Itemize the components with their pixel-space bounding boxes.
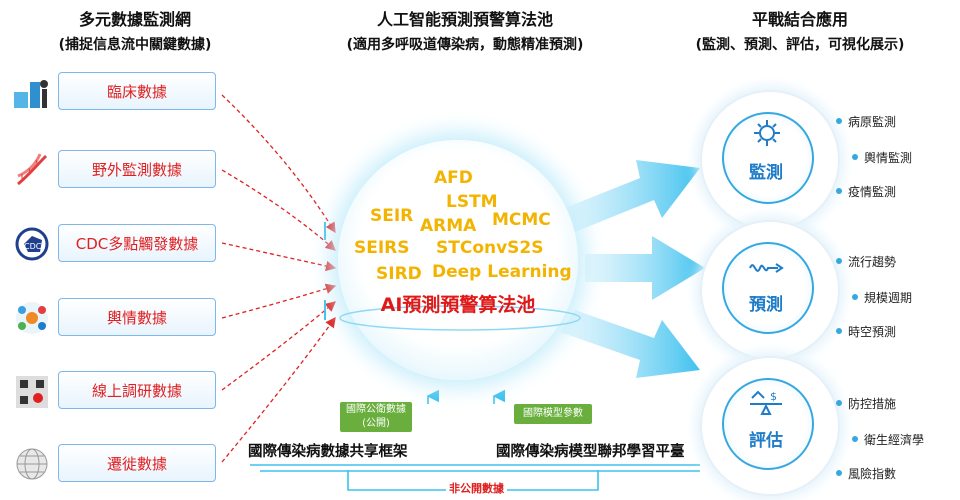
public-data-tag-line2: (公開) — [362, 418, 390, 429]
monitoring-circle — [722, 112, 814, 204]
source-box-field-monitoring: 野外監測數據 — [58, 150, 216, 188]
sub-item-health-economics: 衛生經濟學 — [864, 433, 925, 447]
right-column-title: 平戰結合應用 — [751, 10, 848, 29]
algorithm-sird: SIRD — [376, 264, 422, 284]
algorithm-seir: SEIR — [370, 206, 414, 226]
source-box-migration: 遷徙數據 — [58, 444, 216, 482]
source-box-cdc: CDC多點觸發數據 — [58, 224, 216, 262]
algorithm-lstm: LSTM — [446, 192, 498, 212]
app-label-evaluation: 評估 — [749, 431, 783, 451]
sub-item-epidemic-trend: 流行趨勢 — [848, 255, 897, 269]
federated-learning-platform-title: 國際傳染病模型聯邦學習平臺 — [496, 444, 685, 460]
sub-item-spatiotemporal: 時空預測 — [848, 325, 897, 339]
data-sharing-framework-title: 國際傳染病數據共享框架 — [248, 444, 408, 460]
globe-icon — [12, 444, 52, 484]
public-data-tag-line1: 國際公衛數據 — [346, 404, 406, 415]
algorithm-deep-learning: Deep Learning — [432, 262, 572, 282]
sphere-ring — [339, 305, 581, 331]
bullet-dot — [836, 328, 842, 334]
evaluation-circle — [722, 378, 814, 470]
right-column-subtitle: (監測、預測、評估，可視化展示) — [695, 37, 905, 53]
virus-icon — [754, 120, 780, 146]
source-label: 線上調研數據 — [91, 381, 182, 400]
algorithm-pool-sphere — [338, 140, 578, 380]
balance-scale-icon: $ — [750, 390, 782, 415]
svg-text:CDC: CDC — [24, 242, 42, 251]
sub-item-epidemic-monitoring: 疫情監測 — [848, 185, 897, 199]
source-label: CDC多點觸發數據 — [75, 234, 199, 253]
cdc-map-icon: CDC — [12, 224, 52, 264]
bullet-dot — [852, 436, 858, 442]
sub-item-opinion-monitoring: 輿情監測 — [864, 151, 913, 165]
algorithm-seirs: SEIRS — [354, 238, 410, 258]
bullet-dot — [852, 294, 858, 300]
algorithm-arma: ARMA — [420, 216, 477, 236]
left-column-subtitle: (捕捉信息流中關鍵數據) — [58, 37, 212, 53]
source-box-public-opinion: 輿情數據 — [58, 298, 216, 336]
model-params-tag-label: 國際模型參數 — [523, 408, 583, 419]
dna-icon — [12, 150, 52, 190]
app-label-prediction: 預測 — [749, 295, 783, 315]
center-column-title: 人工智能預測預警算法池 — [376, 10, 553, 29]
bullet-dot — [852, 154, 858, 160]
bullet-dot — [836, 118, 842, 124]
source-label: 輿情數據 — [106, 308, 167, 327]
sub-item-scale-cycle: 規模週期 — [864, 291, 913, 305]
bullet-dot — [836, 258, 842, 264]
algorithm-afd: AFD — [434, 168, 473, 188]
source-box-clinical: 臨床數據 — [58, 72, 216, 110]
social-media-icon — [12, 298, 52, 338]
algorithm-pool-title: AI預測預警算法池 — [380, 294, 536, 316]
nonpublic-data-label: 非公開數據 — [446, 480, 507, 496]
bullet-dot — [836, 188, 842, 194]
model-params-tag: 國際模型參數 — [514, 404, 592, 424]
source-label: 臨床數據 — [106, 82, 167, 101]
app-label-monitoring: 監測 — [749, 163, 783, 183]
svg-text:$: $ — [770, 390, 777, 403]
source-box-online-survey: 線上調研數據 — [58, 371, 216, 409]
sub-item-pathogen-monitoring: 病原監測 — [848, 115, 897, 129]
sub-item-control-measures: 防控措施 — [848, 397, 897, 411]
bullet-dot — [836, 470, 842, 476]
prediction-circle — [722, 242, 814, 334]
source-dashed-arrows — [221, 94, 337, 463]
clinic-icon — [12, 74, 52, 114]
left-column-title: 多元數據監測網 — [78, 10, 191, 29]
trend-wave-icon — [749, 263, 784, 273]
center-column-subtitle: (適用多呼吸道傳染病，動態精准預測) — [346, 37, 584, 53]
algorithm-stconvs2s: STConvS2S — [436, 238, 544, 258]
survey-icon — [12, 372, 52, 412]
source-label: 野外監測數據 — [91, 160, 182, 179]
public-data-tag: 國際公衛數據 (公開) — [340, 402, 412, 432]
big-blue-arrows — [560, 160, 705, 378]
algorithm-mcmc: MCMC — [492, 210, 551, 230]
source-label: 遷徙數據 — [106, 454, 167, 473]
bullet-dot — [836, 400, 842, 406]
sub-item-risk-index: 風險指數 — [848, 467, 897, 481]
